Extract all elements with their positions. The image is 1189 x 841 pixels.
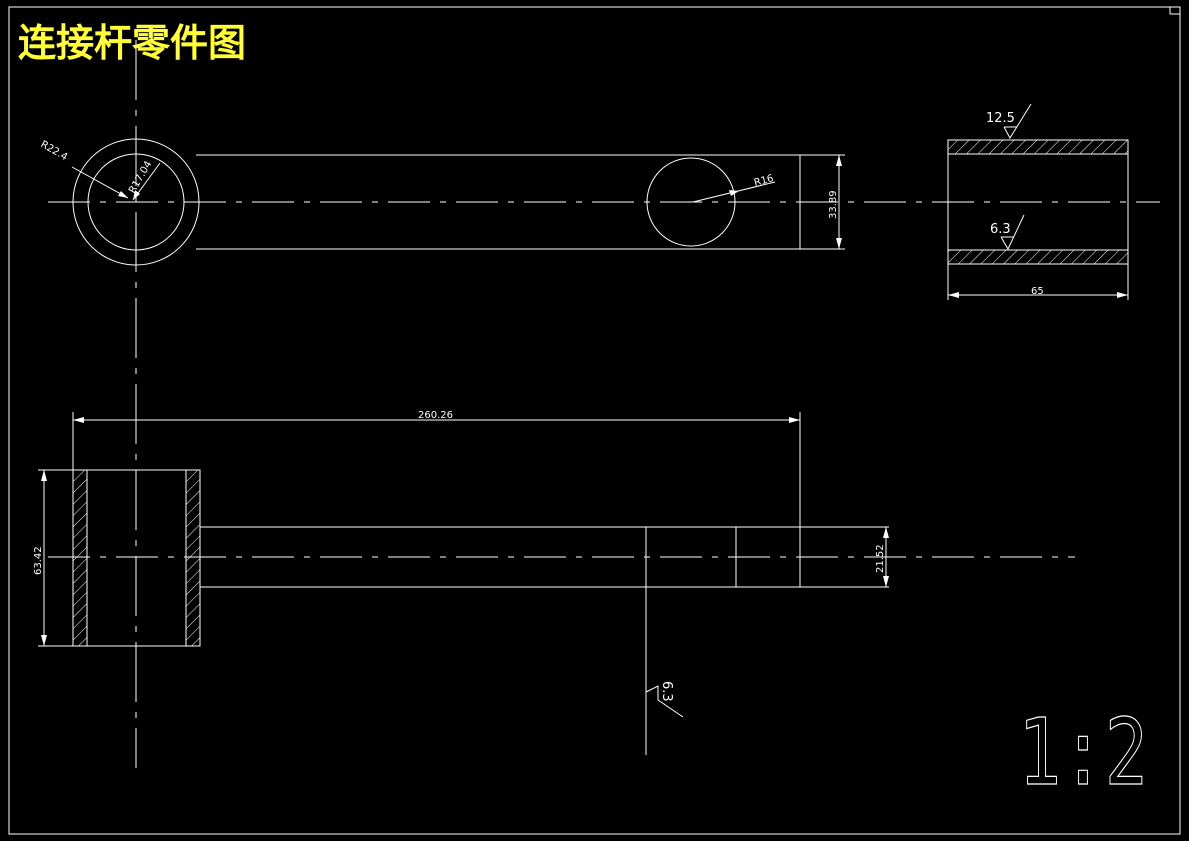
sleeve-hatch-bottom	[947, 249, 1129, 265]
dim-arrow	[73, 417, 84, 423]
dim-arrow	[789, 417, 800, 423]
surface-finish-symbol	[1000, 214, 1025, 251]
surface-finish-label-inner: 6.3	[990, 222, 1011, 237]
dim-arrow	[883, 527, 889, 538]
dim-arrow	[836, 238, 842, 249]
dim-label-boss: 63.42	[33, 546, 44, 575]
radius-arrow-inner	[133, 190, 140, 200]
boss-outer-circle	[72, 138, 200, 266]
boss-inner-circle	[87, 153, 185, 251]
sleeve-section-view: 12.5 6.3 65	[947, 103, 1129, 300]
dim-label-overall: 260.26	[418, 410, 453, 421]
radius-leader-outer	[71, 166, 129, 199]
scale-label: 1:2	[1018, 699, 1148, 806]
dim-arrow	[836, 155, 842, 166]
radius-arrow-outer	[118, 191, 128, 198]
sleeve-hatch-top	[947, 139, 1129, 155]
radius-label-hole: R16	[753, 173, 775, 189]
dim-label-shaft: 21.52	[875, 544, 886, 573]
dim-label-width: 33.89	[828, 190, 839, 219]
radius-arrow-hole	[729, 190, 739, 196]
dim-arrow	[948, 292, 959, 298]
dim-arrow	[883, 576, 889, 587]
dim-arrow	[41, 635, 47, 646]
end-hole-circle	[646, 157, 736, 247]
surface-finish-label-shaft: 6.3	[659, 681, 674, 702]
surface-finish-symbol	[1003, 103, 1032, 139]
surface-finish-symbol	[645, 685, 684, 718]
scale-indicator: 1:2	[1017, 698, 1148, 806]
dim-label-sleeve: 65	[1031, 286, 1044, 297]
radius-label-outer: R22.4	[39, 139, 70, 163]
surface-finish-label-outer: 12.5	[986, 111, 1015, 126]
drawing-title: 连接杆零件图	[18, 21, 246, 65]
boss-hatch-left	[72, 469, 88, 647]
dim-arrow	[1117, 292, 1128, 298]
dim-arrow	[41, 470, 47, 481]
boss-hatch-right	[185, 469, 201, 647]
drawing-frame	[8, 6, 1181, 835]
front-view: 260.26 63.42 21.52 6.3	[33, 410, 1075, 755]
